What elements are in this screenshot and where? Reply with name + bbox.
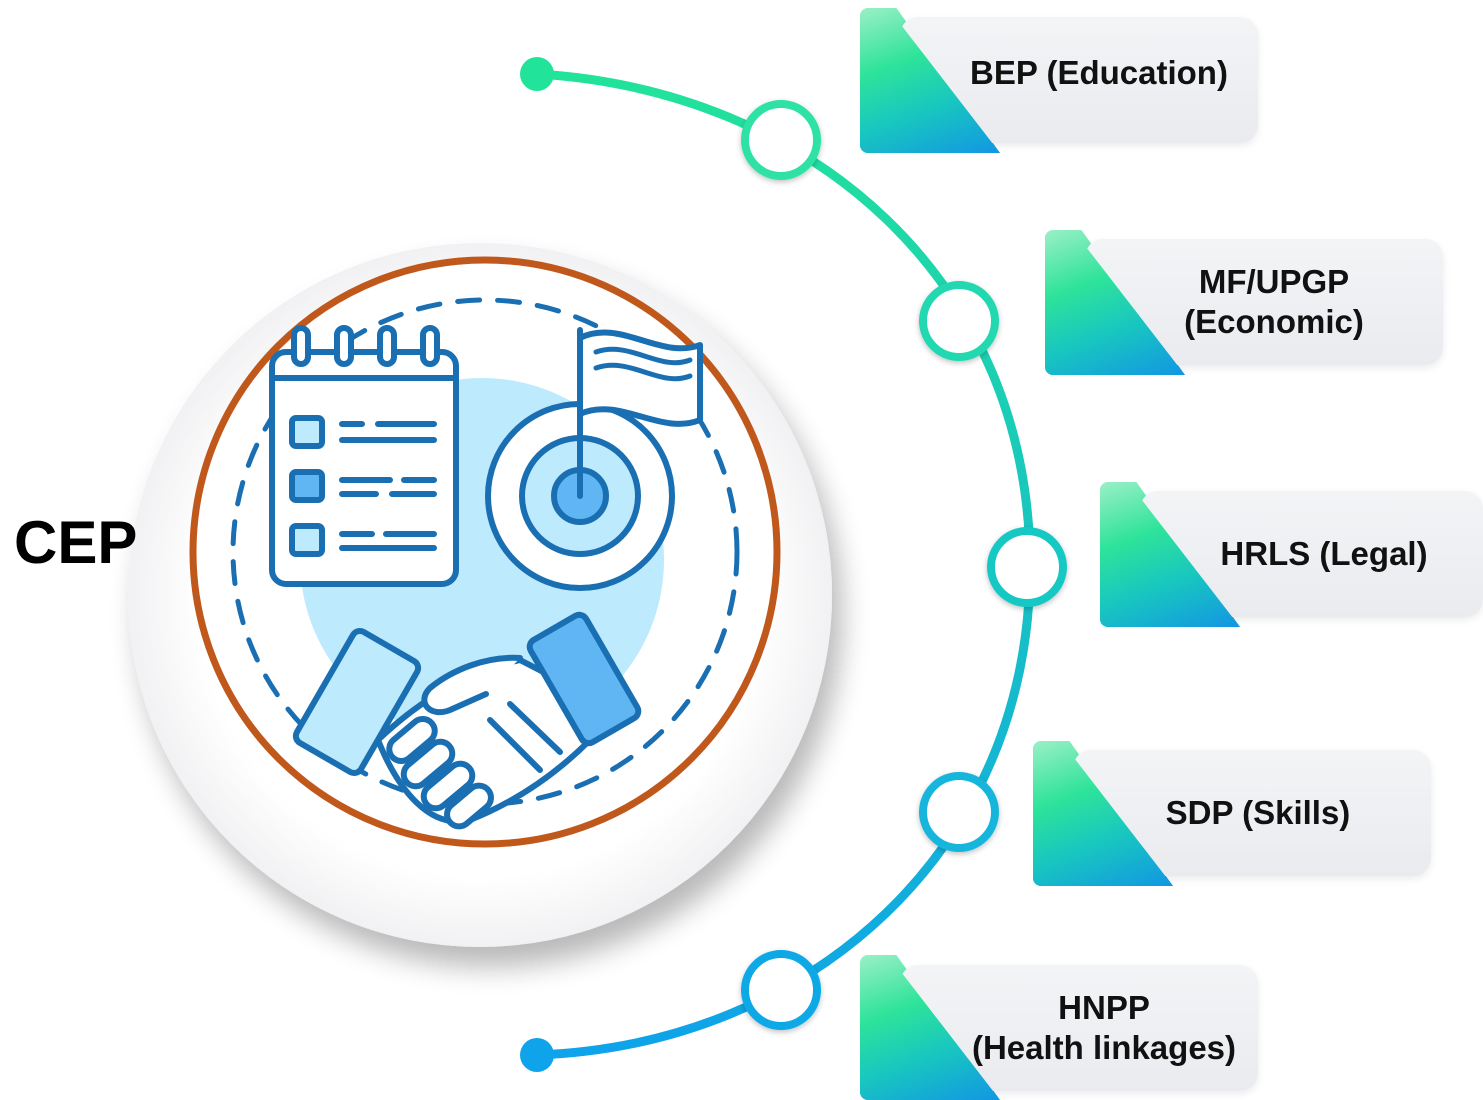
timeline-node-1 [741, 100, 821, 180]
target-flag-icon [485, 327, 703, 591]
program-card-text: BEP (Education) [940, 17, 1258, 129]
program-name: HRLS (Legal) [1220, 534, 1428, 572]
timeline-node-5 [741, 950, 821, 1030]
program-name: BEP (Education) [970, 53, 1228, 91]
timeline-node-3 [987, 527, 1067, 607]
timeline-start-dot [520, 57, 554, 91]
program-card-text: SDP (Skills) [1140, 750, 1376, 876]
program-card-text: HRLS (Legal) [1200, 491, 1448, 617]
program-name: MF/UPGP [1198, 262, 1350, 300]
timeline-end-dot [520, 1038, 554, 1072]
timeline-node-2 [919, 281, 999, 361]
timeline-node-4 [919, 772, 999, 852]
program-category: (Health linkages) [971, 1029, 1237, 1066]
program-card-text: HNPP(Health linkages) [945, 970, 1263, 1086]
handshake-icon [292, 611, 642, 830]
program-category: (Economic) [1184, 303, 1364, 340]
checklist-calendar-icon [269, 325, 459, 587]
center-label: CEP [14, 509, 138, 576]
program-name: SDP (Skills) [1165, 793, 1351, 831]
dashed-circle [230, 297, 740, 807]
program-name: HNPP [1058, 988, 1150, 1026]
program-card-text: MF/UPGP(Economic) [1150, 244, 1398, 360]
